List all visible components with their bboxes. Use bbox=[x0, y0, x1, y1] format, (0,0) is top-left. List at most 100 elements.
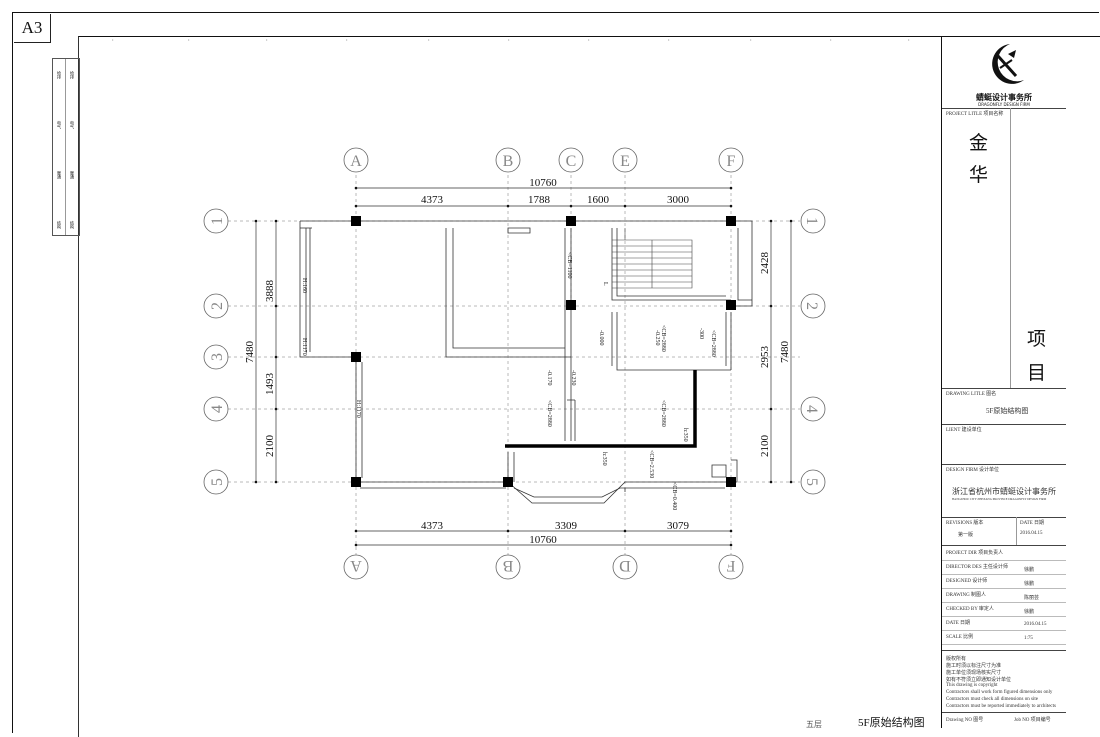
svg-text:•: • bbox=[112, 37, 114, 42]
project-name-char-2: 华 bbox=[969, 164, 989, 186]
signature-row-label: DRAWING 制图人 bbox=[946, 593, 987, 598]
sheet-size-label: A3 bbox=[14, 14, 51, 43]
grid-label-left-3: 3 bbox=[209, 353, 226, 361]
note-h350b: h:350 bbox=[601, 452, 607, 466]
client-label: LIENT 建设单位 bbox=[946, 428, 982, 433]
grid-label-right-4: 4 bbox=[803, 405, 820, 413]
signature-row-label: CHECKED BY 审定人 bbox=[946, 607, 994, 612]
dimension-texts: 10760 4373 1788 1600 3000 4373 3309 3079… bbox=[244, 177, 791, 546]
grid-label-left-1: 1 bbox=[209, 217, 226, 225]
grid-label-top-E: E bbox=[620, 153, 630, 170]
grid-label-left-4: 4 bbox=[209, 405, 226, 413]
row-divider bbox=[942, 560, 1066, 561]
grid-label-bottom-B: B bbox=[503, 557, 514, 574]
cut-line bbox=[505, 370, 697, 448]
grid-label-left-5: 5 bbox=[209, 478, 226, 486]
dim-left-2: 1493 bbox=[264, 373, 276, 396]
design-firm-value-en: HANGZHOU CITY ZHEJIANG PROVINCE DRAGONFL… bbox=[952, 497, 1047, 501]
svg-text:•: • bbox=[908, 37, 910, 42]
signature-row-value: 2016.04.15 bbox=[1024, 622, 1047, 627]
columns bbox=[351, 216, 736, 487]
dim-left-1: 3888 bbox=[264, 280, 276, 303]
discipline-strip: 给排 电气 暖通 结构 给排 电气 暖通 结构 bbox=[52, 58, 80, 236]
title-block: 蜻蜓设计事务所 DRAGONFLY DESIGN FIRM PROJECT LI… bbox=[941, 36, 1066, 728]
strip-item-r3: 暖通 bbox=[70, 171, 75, 179]
dim-top-3: 1600 bbox=[587, 194, 610, 206]
signature-row-value: 陈丽芸 bbox=[1024, 596, 1040, 601]
drawing-caption: 5F原始结构图 bbox=[858, 717, 925, 729]
copyright-note: Contractors shall work form figured dime… bbox=[946, 690, 1053, 695]
svg-text:•: • bbox=[346, 37, 348, 42]
note-h350a: h:350 bbox=[682, 428, 688, 442]
grid-label-top-A: A bbox=[350, 153, 362, 170]
dim-right-total: 7480 bbox=[779, 341, 791, 364]
copyright-note: 如有不符须立即通知设计单位 bbox=[946, 678, 1012, 683]
row-divider bbox=[942, 644, 1066, 645]
grid-axes bbox=[228, 175, 800, 555]
row-divider bbox=[942, 602, 1066, 603]
note-h160: H:160 bbox=[301, 278, 307, 293]
project-suffix-char-1: 项 bbox=[1027, 328, 1047, 350]
copyright-note: Contractors must be reported immediately… bbox=[946, 704, 1056, 709]
signature-row-label: DATE 日期 bbox=[946, 621, 971, 626]
drawing-no-label: Drawing NO 图号 bbox=[946, 718, 984, 723]
svg-text:•: • bbox=[188, 37, 190, 42]
dim-top-4: 3000 bbox=[667, 194, 690, 206]
job-no-label: Job NO 项目编号 bbox=[1014, 718, 1051, 723]
revision-label: REVISIONS 版本 bbox=[946, 521, 984, 526]
row-divider bbox=[942, 588, 1066, 589]
signature-row-value: 徐鹏 bbox=[1024, 582, 1035, 587]
strip-item-r1: 给排 bbox=[70, 71, 75, 79]
dimension-ticks bbox=[254, 186, 793, 547]
bottom-caption-prefix: 五层 bbox=[806, 720, 822, 729]
drawing-title-label: DRAWING LITLE 图名 bbox=[946, 392, 997, 397]
note-n230: -0.230 bbox=[570, 370, 576, 386]
strip-item-1: 给排 bbox=[57, 71, 62, 79]
dim-right-2: 2953 bbox=[759, 346, 771, 369]
signature-row-label: DESIGNED 设计师 bbox=[946, 579, 988, 584]
copyright-note: This drawing is copyright bbox=[946, 683, 998, 688]
note-n170: -0.170 bbox=[546, 370, 552, 386]
note-n000: -0.000 bbox=[598, 330, 604, 346]
grid-label-right-1: 1 bbox=[803, 217, 820, 225]
signature-row-label: PROJECT DIR 项目负责人 bbox=[946, 551, 1004, 556]
note-h1170a: H:1170 bbox=[301, 338, 307, 356]
signature-row-value: 1:75 bbox=[1024, 636, 1033, 641]
signature-row-label: DIRECTOR DES 主任设计师 bbox=[946, 565, 1008, 570]
row-divider bbox=[942, 616, 1066, 617]
note-n300: -300 bbox=[698, 328, 704, 339]
dragonfly-logo-icon bbox=[992, 44, 1024, 84]
dim-top-2: 1788 bbox=[528, 194, 551, 206]
drawing-title-value: 5F原始结构图 bbox=[986, 407, 1029, 415]
project-title-label: PROJECT LITLE 项目名称 bbox=[946, 112, 1004, 117]
grid-label-right-2: 2 bbox=[803, 302, 820, 310]
dim-bottom-3: 3079 bbox=[667, 520, 690, 532]
inner-frame bbox=[78, 36, 1099, 737]
svg-text:•: • bbox=[830, 37, 832, 42]
dim-bottom-total: 10760 bbox=[529, 534, 557, 546]
strip-item-2: 电气 bbox=[57, 121, 62, 129]
strip-item-3: 暖通 bbox=[57, 171, 62, 179]
copyright-note: 版权所有 bbox=[946, 657, 967, 662]
note-cb2880a: <CB=2880 bbox=[660, 325, 666, 352]
note-cb1100: <CB=1100 bbox=[566, 252, 572, 279]
note-l-mark: L bbox=[602, 282, 608, 286]
strip-item-r4: 结构 bbox=[70, 221, 75, 229]
grid-label-left-2: 2 bbox=[209, 302, 226, 310]
svg-text:•: • bbox=[668, 37, 670, 42]
note-cb2530: <CB=2.530 bbox=[648, 450, 654, 478]
dimension-lines bbox=[255, 187, 792, 546]
copyright-note: 施工时须以标注尺寸为准 bbox=[946, 664, 1002, 669]
note-cb2880b: <CB=2880 bbox=[710, 330, 716, 357]
project-name-char-1: 金 bbox=[969, 132, 989, 154]
project-suffix-char-2: 目 bbox=[1027, 362, 1047, 384]
note-cb2880d: <CB=2880 bbox=[660, 400, 666, 427]
row-divider bbox=[942, 574, 1066, 575]
note-n250: -0.250 bbox=[654, 330, 660, 346]
strip-item-4: 结构 bbox=[57, 221, 62, 229]
firm-logo: 蜻蜓设计事务所 DRAGONFLY DESIGN FIRM bbox=[964, 40, 1044, 110]
row-divider bbox=[942, 630, 1066, 631]
strip-item-r2: 电气 bbox=[70, 121, 75, 129]
date-label: DATE 日期 bbox=[1020, 521, 1045, 526]
